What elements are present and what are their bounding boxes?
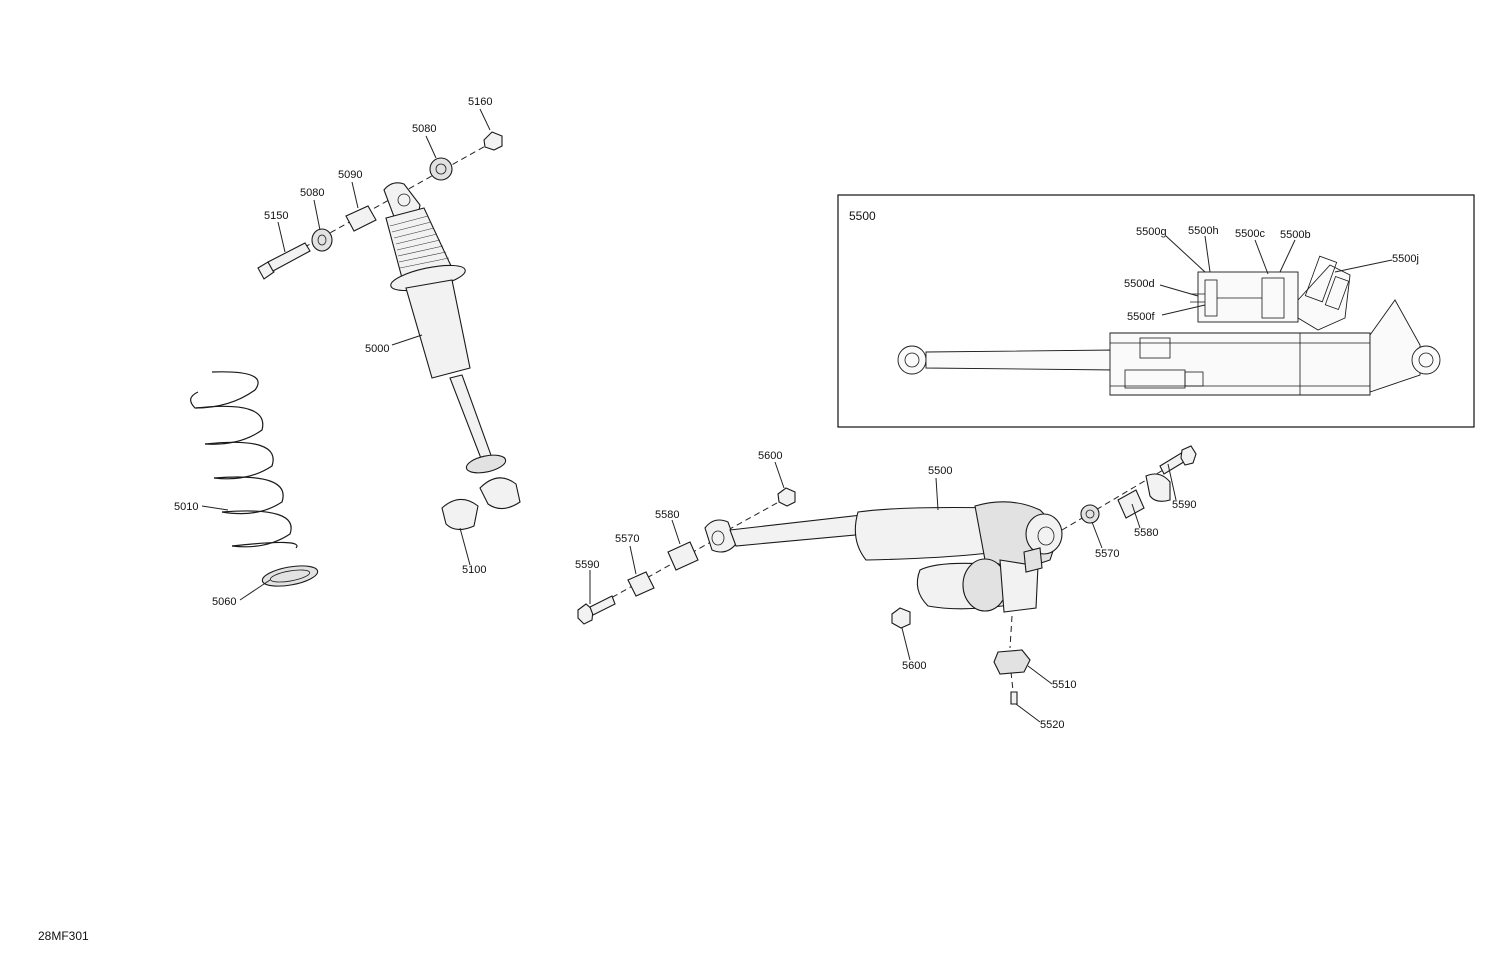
callout-5160: 5160 — [468, 96, 492, 108]
callout-5080-lower: 5080 — [300, 187, 324, 199]
bolt-5150 — [257, 242, 311, 280]
callout-5100: 5100 — [462, 564, 486, 576]
callout-5590-right: 5590 — [1172, 499, 1196, 511]
front-shock-assembly: 5160 5080 5090 5080 5150 5000 5010 5060 … — [174, 96, 521, 608]
spring-5010 — [190, 371, 298, 549]
rear-shock-assembly: 5600 5500 5580 5570 5590 5590 5580 5570 … — [575, 445, 1197, 731]
callout-5590-left: 5590 — [575, 559, 599, 571]
callout-5580-left: 5580 — [655, 509, 679, 521]
callout-5580-right: 5580 — [1134, 527, 1158, 539]
callout-5060: 5060 — [212, 596, 236, 608]
inset-title: 5500 — [849, 209, 876, 223]
callout-5080-upper: 5080 — [412, 123, 436, 135]
callout-5520: 5520 — [1040, 719, 1064, 731]
callout-5500c: 5500c — [1235, 228, 1265, 240]
callout-5150: 5150 — [264, 210, 288, 222]
callout-5570-left: 5570 — [615, 533, 639, 545]
callout-5600-upper: 5600 — [758, 450, 782, 462]
callout-5500d: 5500d — [1124, 278, 1155, 290]
callout-5500g: 5500g — [1136, 226, 1167, 238]
callout-5010: 5010 — [174, 501, 198, 513]
callout-5570-right: 5570 — [1095, 548, 1119, 560]
callout-5500: 5500 — [928, 465, 952, 477]
callout-5500j: 5500j — [1392, 253, 1419, 265]
callout-5600-lower: 5600 — [902, 660, 926, 672]
inset-detail-5500: 5500 5500g 5500h 550 — [837, 194, 1475, 428]
drawing-reference: 28MF301 — [38, 929, 89, 943]
callout-5090: 5090 — [338, 169, 362, 181]
callout-5500h: 5500h — [1188, 225, 1219, 237]
callout-5500f: 5500f — [1127, 311, 1155, 323]
callout-5510: 5510 — [1052, 679, 1076, 691]
callout-5000: 5000 — [365, 343, 389, 355]
callout-5500b: 5500b — [1280, 229, 1311, 241]
